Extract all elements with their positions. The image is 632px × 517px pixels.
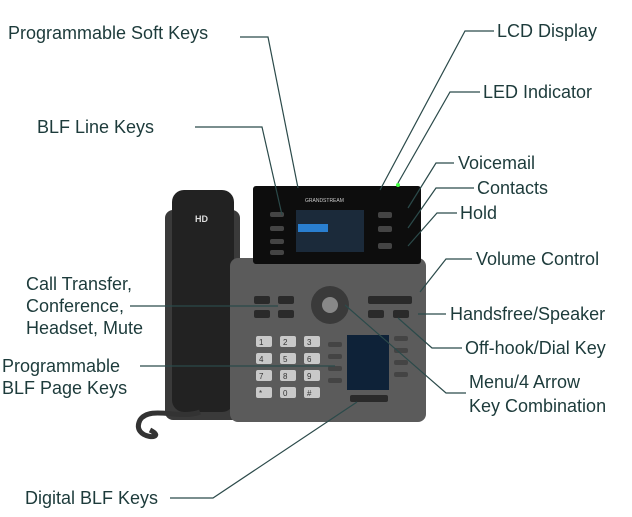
label-line: Key Combination bbox=[469, 396, 607, 416]
label-lcd-display: LCD Display bbox=[497, 21, 598, 41]
keypad-key bbox=[256, 387, 272, 398]
blf-screen bbox=[347, 335, 389, 390]
keypad-key-label: 6 bbox=[307, 355, 312, 364]
keypad-key-label: # bbox=[307, 389, 312, 398]
handset-hd-mark: HD bbox=[195, 214, 208, 224]
keypad-key bbox=[256, 353, 272, 364]
keypad-key bbox=[256, 370, 272, 381]
keypad-key-label: * bbox=[259, 389, 262, 398]
led-indicator bbox=[396, 183, 400, 187]
label-offhook-dial-key: Off-hook/Dial Key bbox=[465, 338, 606, 358]
label-line: Programmable bbox=[2, 356, 121, 376]
label-line: Headset, Mute bbox=[26, 318, 144, 338]
label-volume-control: Volume Control bbox=[476, 249, 600, 269]
keypad-key bbox=[304, 353, 320, 364]
keypad-key bbox=[304, 370, 320, 381]
blf-keys bbox=[328, 336, 408, 383]
label-contacts: Contacts bbox=[477, 178, 549, 198]
screen-side-keys bbox=[270, 212, 392, 255]
label-handsfree-speaker: Handsfree/Speaker bbox=[450, 304, 606, 324]
keypad-key bbox=[256, 336, 272, 347]
handset bbox=[172, 190, 234, 412]
handset-cord bbox=[135, 409, 201, 440]
lcd-highlight bbox=[298, 224, 328, 232]
label-blf-line-keys: BLF Line Keys bbox=[37, 117, 155, 137]
keypad-key-label: 8 bbox=[283, 372, 288, 381]
keypad-key-label: 5 bbox=[283, 355, 288, 364]
keypad-key-label: 2 bbox=[283, 338, 288, 347]
label-blf-page-keys: Programmable BLF Page Keys bbox=[2, 355, 127, 399]
leader-lines bbox=[130, 30, 494, 499]
label-menu-arrow-keys: Menu/4 Arrow Key Combination bbox=[469, 370, 606, 418]
keypad-key-label: 9 bbox=[307, 372, 312, 381]
keypad-key-label: 7 bbox=[259, 372, 264, 381]
keypad-key bbox=[280, 387, 296, 398]
nav-center bbox=[322, 297, 338, 313]
keypad: 1 2 3 4 5 6 7 8 9 * 0 # bbox=[256, 336, 320, 398]
keypad-key-label: 0 bbox=[283, 389, 288, 398]
keypad-key-label: 3 bbox=[307, 338, 312, 347]
keypad-key bbox=[280, 370, 296, 381]
label-line: Menu/4 Arrow bbox=[469, 372, 581, 392]
keypad-key bbox=[280, 353, 296, 364]
keypad-key bbox=[304, 387, 320, 398]
label-programmable-soft-keys: Programmable Soft Keys bbox=[8, 23, 209, 43]
brand-logo: GRANDSTREAM bbox=[305, 198, 344, 204]
label-led-indicator: LED Indicator bbox=[483, 82, 593, 102]
keypad-key-label: 4 bbox=[259, 355, 264, 364]
function-keys bbox=[254, 296, 412, 318]
keypad-key bbox=[304, 336, 320, 347]
digital-blf-rocker bbox=[350, 395, 388, 402]
label-hold: Hold bbox=[460, 203, 498, 223]
label-line: BLF Page Keys bbox=[2, 378, 128, 398]
label-digital-blf-keys: Digital BLF Keys bbox=[25, 488, 159, 508]
label-call-transfer: Call Transfer, Conference, Headset, Mute bbox=[26, 273, 143, 339]
label-line: Call Transfer, bbox=[26, 274, 133, 294]
label-voicemail: Voicemail bbox=[458, 153, 536, 173]
keypad-key bbox=[280, 336, 296, 347]
label-line: Conference, bbox=[26, 296, 125, 316]
keypad-key-label: 1 bbox=[259, 338, 264, 347]
